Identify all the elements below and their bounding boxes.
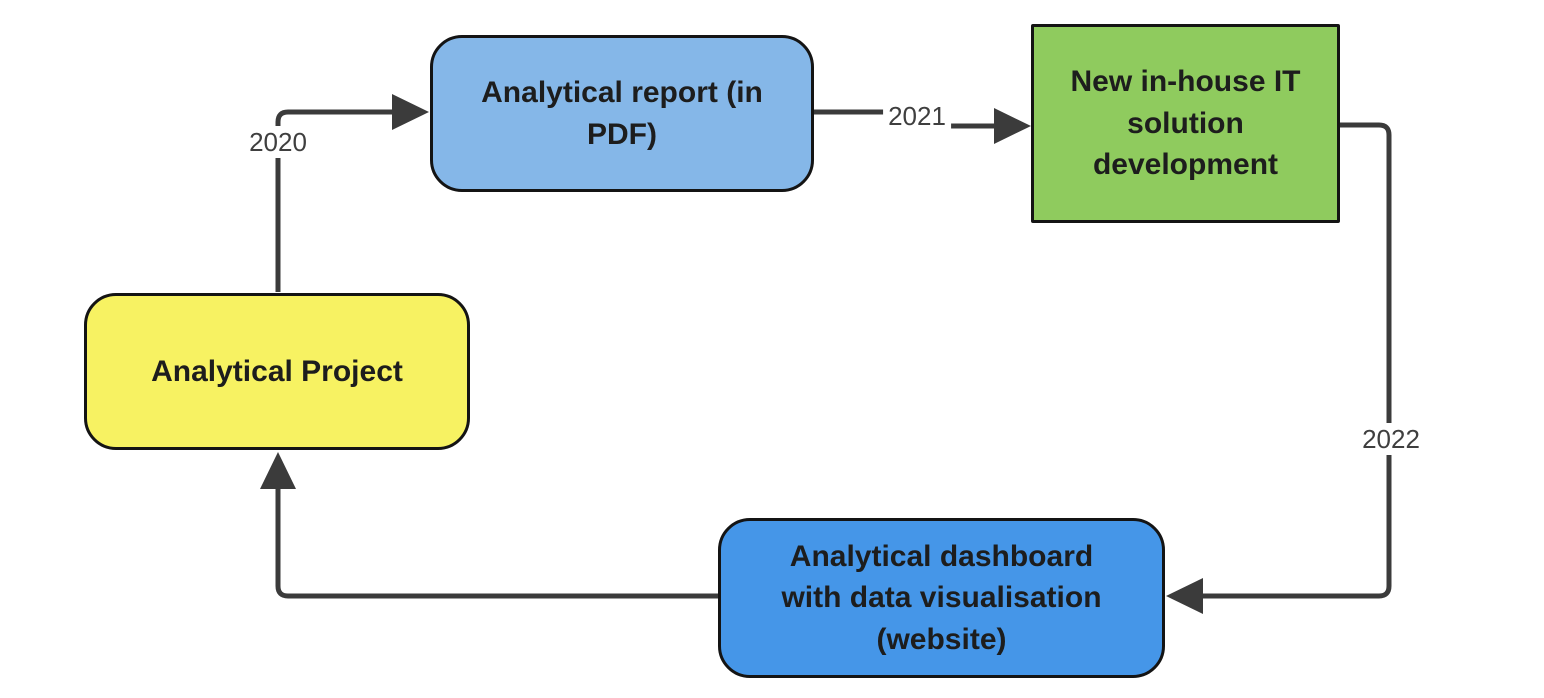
node-analytical-report-label: Analytical report (in PDF) — [481, 76, 763, 151]
arrowhead-left-icon — [1166, 578, 1203, 614]
edge-solution-to-dashboard — [1202, 122, 1392, 599]
edge-label-2020: 2020 — [244, 126, 312, 158]
edge-project-to-report — [275, 109, 393, 292]
node-it-solution: New in-house IT solution development — [1031, 24, 1340, 223]
node-analytical-project-label: Analytical Project — [151, 354, 403, 388]
node-it-solution-label: New in-house IT solution development — [1070, 65, 1301, 182]
edge-label-2021: 2021 — [883, 100, 951, 132]
node-dashboard-label: Analytical dashboard with data visualisa… — [781, 539, 1102, 656]
edge-dashboard-to-project — [275, 487, 719, 599]
node-analytical-report: Analytical report (in PDF) — [430, 35, 814, 192]
edge-label-2022: 2022 — [1357, 423, 1425, 455]
arrowhead-right-icon — [994, 108, 1031, 144]
node-analytical-project: Analytical Project — [84, 293, 470, 450]
arrowhead-right-icon — [392, 94, 429, 130]
node-dashboard: Analytical dashboard with data visualisa… — [718, 518, 1165, 678]
arrowhead-up-icon — [260, 452, 296, 489]
